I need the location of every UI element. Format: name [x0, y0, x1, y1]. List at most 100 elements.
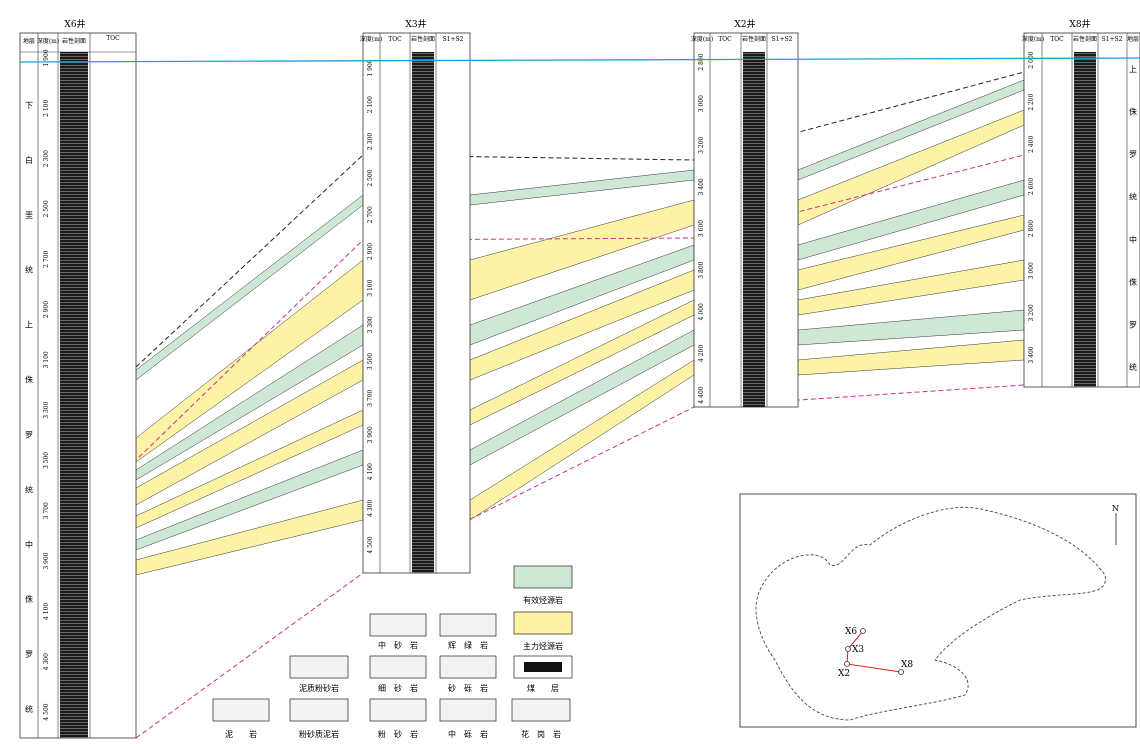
header-s1s2: S1+S2 — [772, 36, 793, 43]
strata-label: 中 — [1129, 234, 1137, 244]
depth-label: 2 100 — [367, 96, 374, 113]
medium-conglomerate-swatch — [439, 698, 497, 722]
depth-label: 2 700 — [43, 250, 50, 267]
correlation-bands — [19, 71, 1140, 739]
correlation-band — [797, 309, 1025, 346]
depth-label: 2 300 — [367, 133, 374, 150]
depth-label: 2 000 — [1028, 51, 1035, 68]
depth-label: 1 900 — [367, 59, 374, 76]
strata-label: 侏 — [25, 594, 33, 604]
header-litho: 岩性剖面 — [62, 37, 86, 45]
map-label-x3: X3 — [852, 645, 864, 655]
strata-label: 中 — [25, 539, 33, 549]
mudstone-label: 泥 岩 — [225, 729, 257, 739]
header-litho: 岩性剖面 — [1073, 35, 1097, 43]
depth-label: 4 100 — [367, 463, 374, 480]
strata-label: 统 — [25, 484, 33, 494]
depth-label: 3 500 — [43, 452, 50, 469]
depth-label: 4 500 — [43, 703, 50, 720]
main-source-label: 主力烃源岩 — [523, 641, 563, 651]
depth-label: 2 500 — [43, 200, 50, 217]
silty-mudstone-swatch — [289, 698, 349, 722]
correlation-band — [797, 339, 1025, 376]
depth-label: 4 400 — [698, 386, 705, 403]
strata-label: 上 — [1129, 65, 1137, 74]
depth-label: 4 300 — [367, 500, 374, 517]
header-toc: TOC — [1050, 36, 1064, 43]
argillaceous-siltstone-swatch — [289, 655, 349, 679]
depth-label: 3 900 — [367, 426, 374, 443]
well-name-x8: X8井 — [1069, 18, 1090, 30]
strata-label: 统 — [1129, 362, 1137, 372]
well-name-x3: X3井 — [405, 18, 426, 30]
depth-label: 3 100 — [367, 279, 374, 296]
header-depth: 深度(m) — [360, 35, 382, 43]
header-s1s2: S1+S2 — [1102, 36, 1123, 43]
strata-label: 垩 — [25, 211, 33, 220]
siltstone-swatch — [369, 698, 427, 722]
boundary-line — [135, 384, 1025, 739]
header-strata: 地层 — [1127, 35, 1139, 43]
depth-label: 3 400 — [1028, 346, 1035, 363]
legend: 有效烃源岩主力烃源岩中 砂 岩辉 绿 岩泥质粉砂岩细 砂 岩砂 砾 岩煤 层泥 … — [212, 565, 573, 739]
header-depth: 深度(m) — [37, 37, 59, 45]
well-name-x2: X2井 — [734, 18, 755, 30]
boundary-line — [135, 71, 1025, 368]
strata-label: 罗 — [25, 650, 33, 659]
depth-label: 4 100 — [43, 603, 50, 620]
strata-label: 侏 — [25, 375, 33, 385]
datum-line — [19, 57, 1140, 63]
glutenite-label: 砂 砾 岩 — [448, 683, 488, 693]
north-label: N — [1112, 504, 1119, 513]
depth-label: 2 400 — [1028, 136, 1035, 153]
diabase-label: 辉 绿 岩 — [448, 640, 488, 650]
header-toc: TOC — [718, 36, 732, 43]
depth-label: 3 200 — [698, 136, 705, 153]
depth-label: 3 700 — [367, 389, 374, 406]
strata-label: 统 — [25, 265, 33, 275]
strata-label: 统 — [1129, 192, 1137, 202]
strata-label: 统 — [25, 704, 33, 714]
medium-sandstone-label: 中 砂 岩 — [378, 640, 418, 650]
depth-label: 4 200 — [698, 345, 705, 362]
map-label-x8: X8 — [901, 660, 913, 670]
glutenite-swatch — [439, 655, 497, 679]
depth-label: 3 900 — [43, 552, 50, 569]
fine-sandstone-swatch — [369, 655, 427, 679]
fine-sandstone-label: 细 砂 岩 — [378, 683, 418, 693]
header-litho: 岩性剖面 — [411, 35, 435, 43]
depth-label: 1 900 — [43, 49, 50, 66]
header-toc: TOC — [106, 35, 120, 42]
depth-label: 3 500 — [367, 353, 374, 370]
diabase-swatch — [439, 613, 497, 637]
siltstone-label: 粉 砂 岩 — [378, 729, 418, 739]
header-strata: 地层 — [23, 37, 35, 45]
depth-label: 3 100 — [43, 351, 50, 368]
header-depth: 深度(m) — [1022, 35, 1044, 43]
depth-label: 2 900 — [367, 243, 374, 260]
medium-sandstone-swatch — [369, 613, 427, 637]
strata-label: 侏 — [1129, 107, 1137, 117]
main-source-swatch — [513, 611, 573, 635]
depth-label: 4 000 — [698, 303, 705, 320]
depth-label: 3 200 — [1028, 304, 1035, 321]
effective-source-swatch — [513, 565, 573, 589]
coal-label: 煤 层 — [527, 683, 559, 693]
depth-label: 3 600 — [698, 220, 705, 237]
depth-label: 4 300 — [43, 653, 50, 670]
depth-label: 2 600 — [1028, 178, 1035, 195]
depth-label: 2 100 — [43, 100, 50, 117]
depth-label: 2 500 — [367, 169, 374, 186]
depth-label: 3 700 — [43, 502, 50, 519]
strata-label: 下 — [25, 101, 33, 110]
depth-label: 3 400 — [698, 178, 705, 195]
medium-conglomerate-label: 中 砾 岩 — [448, 729, 488, 739]
